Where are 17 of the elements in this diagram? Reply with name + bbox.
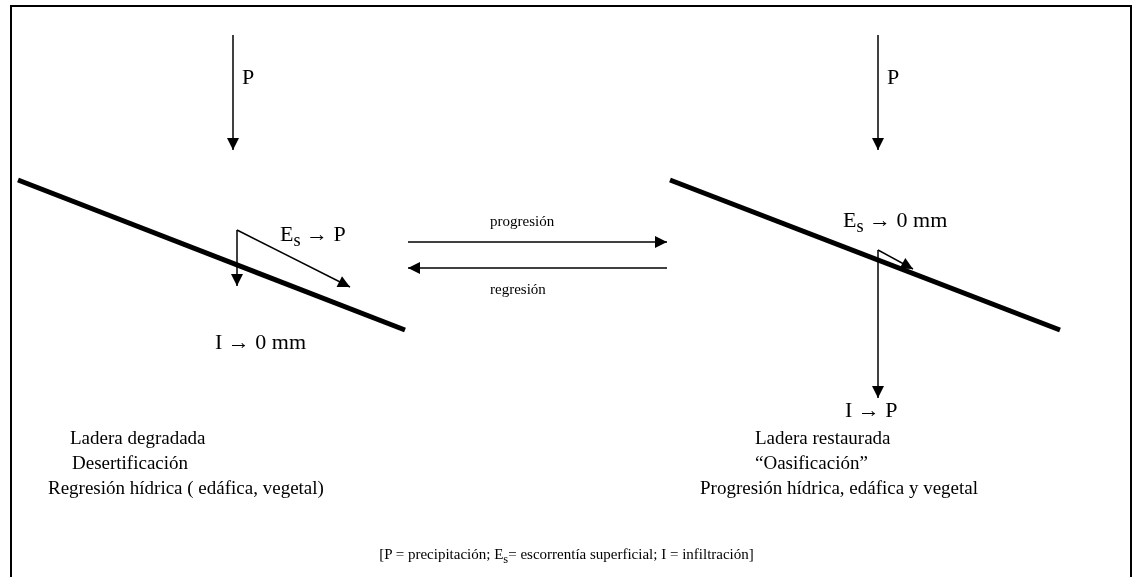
transition-arrow — [407, 236, 668, 248]
edge-label: regresión — [490, 281, 546, 298]
caption: [P = precipitación; E$_{s}$= escorrentía superficial; I = infiltración] — [378, 546, 755, 567]
flow-label: I → 0 mm — [215, 330, 307, 355]
flow-label: I → P — [845, 398, 898, 423]
process-name: Desertificación — [72, 453, 189, 474]
slope-title: Ladera restaurada — [755, 428, 891, 449]
description-text: Regresión hídrica ( edáfica, vegetal) — [48, 478, 324, 499]
flow-label: P — [242, 65, 255, 90]
description-text: Progresión hídrica, edáfica y vegetal — [700, 478, 979, 499]
flow-label: P — [887, 65, 900, 90]
flow-label: E$_{s}$ → P — [280, 222, 346, 251]
transition-arrow — [407, 262, 668, 274]
slope-title: Ladera degradada — [70, 428, 206, 449]
edge-label: progresión — [490, 213, 555, 230]
process-name: “Oasificación” — [755, 453, 868, 474]
flow-label: E$_{s}$ → 0 mm — [843, 208, 948, 237]
